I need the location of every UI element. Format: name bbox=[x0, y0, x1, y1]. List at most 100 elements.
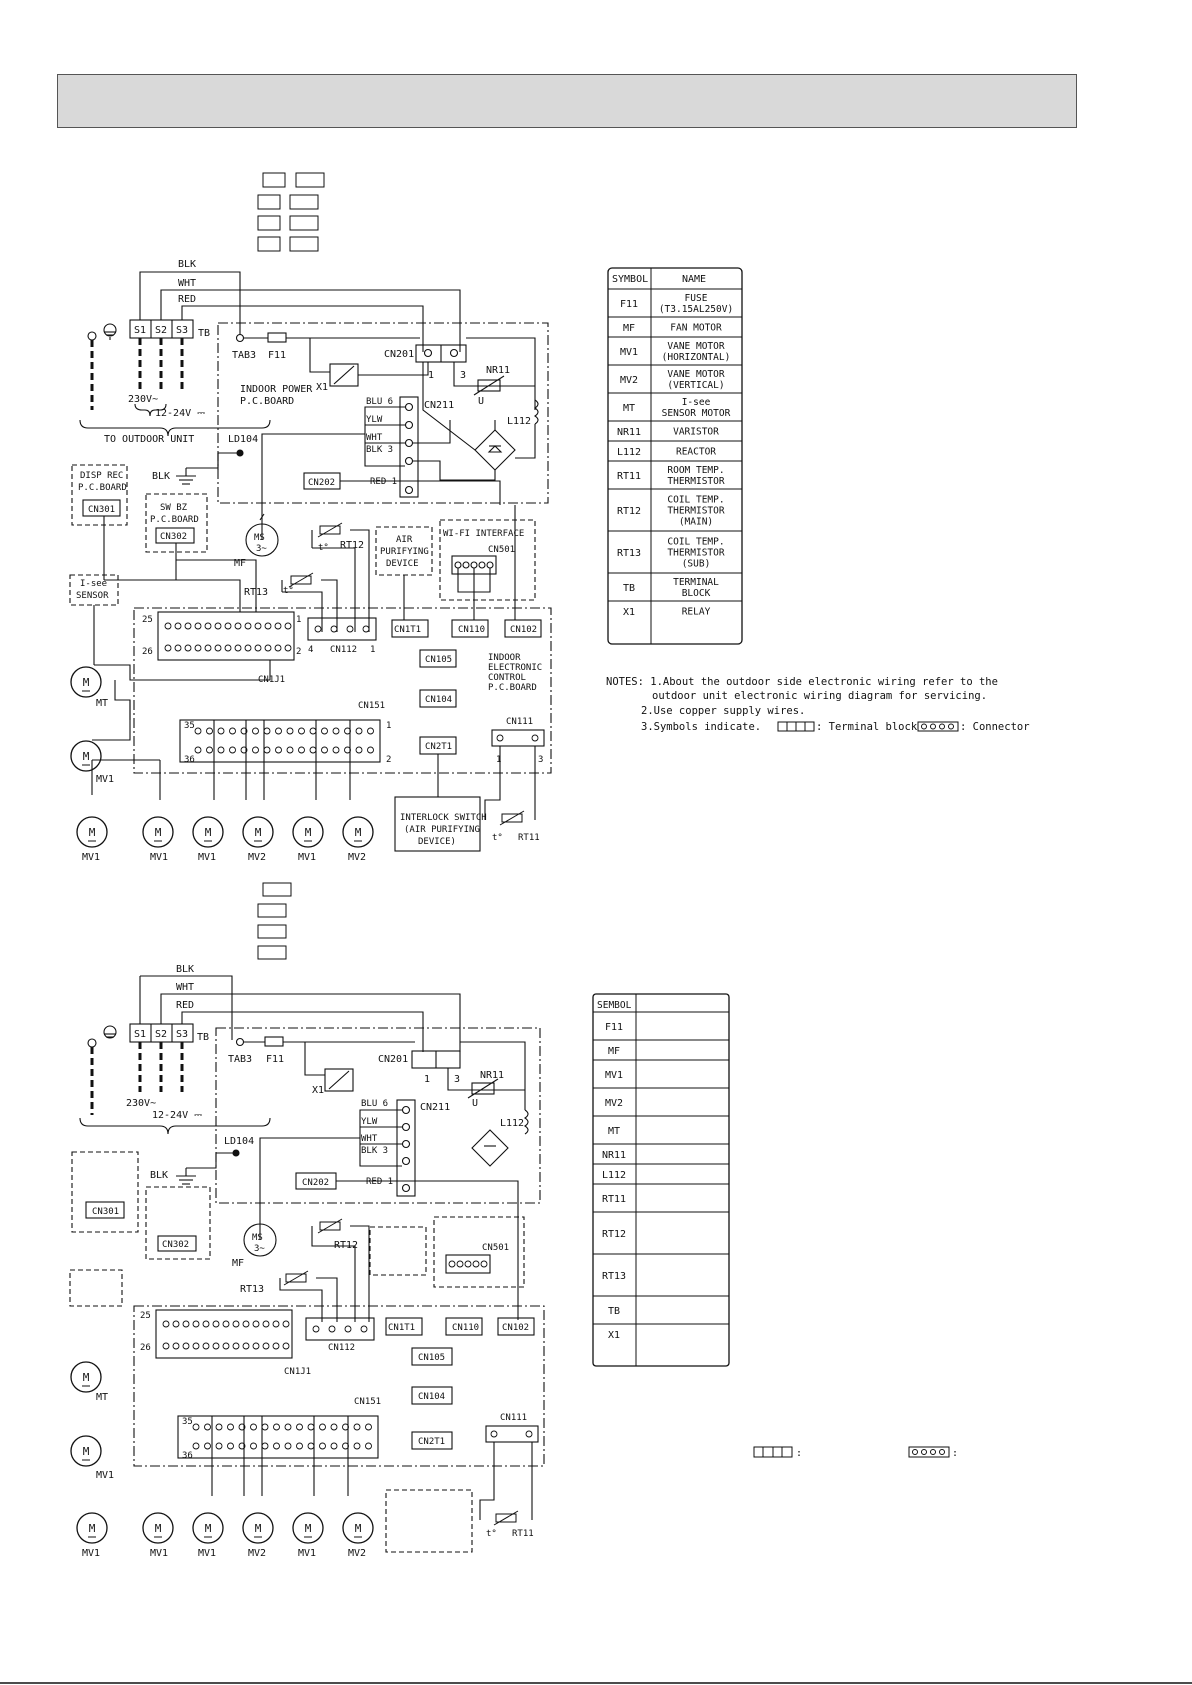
connector-pin bbox=[496, 734, 504, 742]
svg-text:2: 2 bbox=[296, 647, 301, 657]
svg-text:DISP REC: DISP REC bbox=[80, 471, 123, 481]
table2-symbol-cell: MV2 bbox=[605, 1098, 623, 1109]
svg-text:MV1: MV1 bbox=[150, 1548, 168, 1559]
wiring-diagram-1 bbox=[69, 271, 552, 852]
table-name-cell: VANE MOTOR bbox=[667, 369, 724, 380]
svg-text:MV2: MV2 bbox=[348, 1548, 366, 1559]
table2-symbol-cell: RT12 bbox=[602, 1229, 626, 1240]
svg-text:I-see: I-see bbox=[80, 579, 107, 589]
connector-pin bbox=[464, 1260, 472, 1268]
table-symbol-cell: MV2 bbox=[620, 375, 638, 386]
connector-pin bbox=[206, 746, 213, 754]
svg-text:RT11: RT11 bbox=[512, 1529, 534, 1539]
connector-pin bbox=[307, 1423, 315, 1431]
connector-pin bbox=[254, 644, 262, 652]
table-name-cell: FAN MOTOR bbox=[670, 323, 722, 334]
svg-text:YLW: YLW bbox=[361, 1117, 378, 1127]
svg-text:X1: X1 bbox=[312, 1085, 324, 1096]
svg-text:35: 35 bbox=[182, 1417, 193, 1427]
svg-text:BLU 6: BLU 6 bbox=[361, 1099, 388, 1109]
svg-text:4: 4 bbox=[308, 645, 313, 655]
table2-symbol-cell: F11 bbox=[605, 1022, 623, 1033]
svg-text:MS: MS bbox=[254, 533, 265, 543]
motor-icon bbox=[342, 816, 374, 848]
connector-pin bbox=[284, 1442, 292, 1450]
connector-pin bbox=[355, 746, 363, 754]
svg-text:12-24V ⎓: 12-24V ⎓ bbox=[155, 408, 205, 419]
table2-symbol-cell: NR11 bbox=[602, 1150, 626, 1161]
connector-pin bbox=[232, 1320, 240, 1328]
connector-pin bbox=[242, 1342, 250, 1350]
connector-pin bbox=[202, 1342, 210, 1350]
table2-symbol-cell: RT13 bbox=[602, 1271, 626, 1282]
connector-pin bbox=[284, 1423, 292, 1431]
connector-pin bbox=[272, 1342, 280, 1350]
connector-pin bbox=[182, 1342, 190, 1350]
connector-pin bbox=[367, 746, 374, 754]
connector-pin bbox=[192, 1342, 200, 1350]
connector-pin bbox=[330, 1423, 338, 1431]
table-symbol-cell: NR11 bbox=[617, 427, 641, 438]
table-name-cell: (T3.15AL250V) bbox=[659, 304, 733, 315]
svg-text:3~: 3~ bbox=[256, 544, 267, 554]
svg-text:12-24V ⎓: 12-24V ⎓ bbox=[152, 1110, 202, 1121]
connector-pin bbox=[252, 1342, 260, 1350]
connector-pin bbox=[244, 644, 252, 652]
svg-text:U: U bbox=[472, 1098, 478, 1109]
motor-icon bbox=[292, 816, 324, 848]
motor-icon bbox=[192, 1512, 224, 1544]
svg-text:CN110: CN110 bbox=[458, 625, 485, 635]
svg-text:CN301: CN301 bbox=[88, 505, 115, 515]
svg-text:t°: t° bbox=[492, 833, 503, 843]
connector-pin bbox=[282, 1342, 290, 1350]
svg-text:36: 36 bbox=[182, 1451, 193, 1461]
svg-text:MF: MF bbox=[232, 1258, 244, 1269]
svg-text:1: 1 bbox=[386, 721, 391, 731]
table-name-cell: COIL TEMP. bbox=[667, 495, 724, 506]
connector-pin bbox=[261, 1442, 269, 1450]
connector-pin bbox=[162, 1342, 170, 1350]
connector-pin bbox=[214, 622, 222, 630]
connector-pin bbox=[314, 625, 322, 633]
motor-icon bbox=[292, 1512, 324, 1544]
svg-text:CN1T1: CN1T1 bbox=[388, 1323, 415, 1333]
table-name-cell: THERMISTOR bbox=[667, 548, 724, 559]
svg-text:S3: S3 bbox=[176, 325, 188, 336]
svg-text:S1: S1 bbox=[134, 325, 146, 336]
svg-text:RED 1: RED 1 bbox=[366, 1177, 393, 1187]
connector-pin bbox=[217, 727, 225, 735]
svg-text:S1: S1 bbox=[134, 1029, 146, 1040]
earth-ground-icon bbox=[103, 323, 117, 340]
svg-text:t°: t° bbox=[318, 543, 329, 553]
svg-text:RT12: RT12 bbox=[340, 540, 364, 551]
svg-text:P.C.BOARD: P.C.BOARD bbox=[78, 483, 127, 493]
connector-pin bbox=[263, 727, 271, 735]
table2-symbol-cell: L112 bbox=[602, 1170, 626, 1181]
table2-symbol-cell: MV1 bbox=[605, 1070, 623, 1081]
connector-pin bbox=[309, 746, 317, 754]
table-name-cell: BLOCK bbox=[682, 588, 711, 599]
svg-text:F11: F11 bbox=[266, 1054, 284, 1065]
note-2: 2.Use copper supply wires. bbox=[641, 705, 805, 717]
svg-text:CN104: CN104 bbox=[425, 695, 452, 705]
connector-pin bbox=[162, 1320, 170, 1328]
svg-text:CN201: CN201 bbox=[378, 1054, 408, 1065]
svg-text:(AIR PURIFYING: (AIR PURIFYING bbox=[404, 825, 480, 835]
connector-pin bbox=[286, 746, 294, 754]
connector-pin bbox=[204, 644, 212, 652]
svg-text:CN102: CN102 bbox=[502, 1323, 529, 1333]
connector-pin bbox=[222, 1320, 230, 1328]
svg-text:CN211: CN211 bbox=[420, 1102, 450, 1113]
svg-text:MV1: MV1 bbox=[298, 852, 316, 863]
svg-text:3: 3 bbox=[454, 1074, 460, 1085]
connector-pin bbox=[250, 1423, 257, 1431]
svg-text:3~: 3~ bbox=[254, 1244, 265, 1254]
connector-pin bbox=[172, 1320, 180, 1328]
svg-text:P.C.BOARD: P.C.BOARD bbox=[150, 515, 199, 525]
motor-icon bbox=[192, 816, 224, 848]
svg-text:CN302: CN302 bbox=[162, 1240, 189, 1250]
table-symbol-cell: X1 bbox=[623, 607, 635, 618]
connector-pin bbox=[238, 1423, 246, 1431]
